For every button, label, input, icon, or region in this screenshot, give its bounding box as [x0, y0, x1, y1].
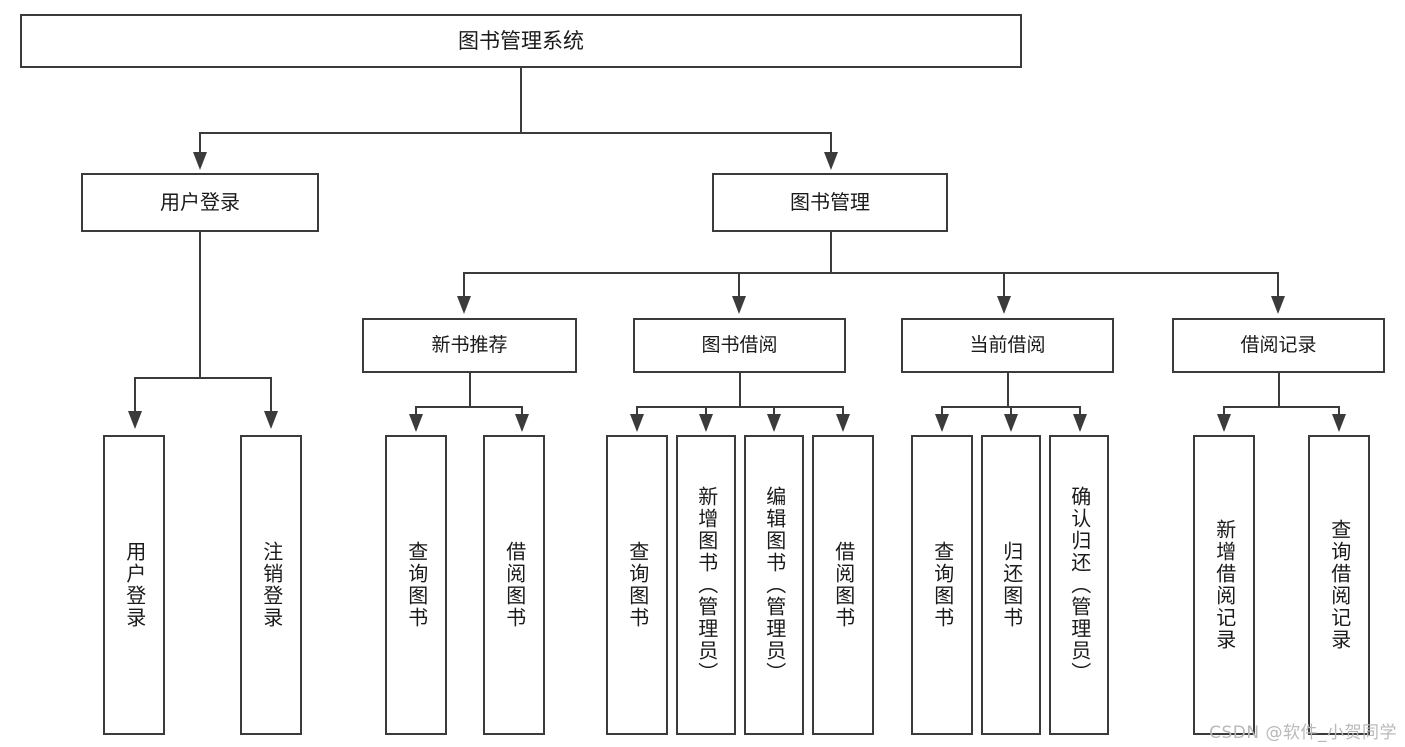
arrowhead-book-borrow — [732, 296, 746, 314]
connector-bm-to-current-borrow — [1003, 272, 1005, 298]
arrowhead-book-borrow-leaf-3 — [836, 414, 850, 432]
arrowhead-borrow-records-leaf-1 — [1332, 414, 1346, 432]
leaf-book-borrow-query-book[interactable]: 查询图书 — [606, 435, 668, 735]
node-label: 图书借阅 — [701, 334, 778, 357]
connector-root-stem — [520, 68, 522, 132]
node-label: 用户登录 — [122, 541, 147, 629]
node-label: 查询图书 — [930, 541, 955, 629]
node-label: 新书推荐 — [431, 334, 508, 357]
connector-borrow-records-stem — [1278, 373, 1280, 406]
node-label: 新增图书（管理员） — [694, 486, 719, 684]
node-book-borrow[interactable]: 图书借阅 — [633, 318, 846, 373]
arrowhead-to-user-login — [193, 152, 207, 170]
arrowhead-current-borrow-leaf-2 — [1073, 414, 1087, 432]
arrowhead-new-book-leaf-0 — [409, 414, 423, 432]
connector-user-login-bus — [134, 377, 271, 379]
node-label: 归还图书 — [999, 541, 1024, 629]
arrowhead-new-book-leaf-1 — [515, 414, 529, 432]
arrowhead-user-login-leaf-0 — [128, 411, 142, 429]
leaf-borrow-records-add-record[interactable]: 新增借阅记录 — [1193, 435, 1255, 735]
node-root-book-management-system[interactable]: 图书管理系统 — [20, 14, 1022, 68]
leaf-new-book-borrow-book[interactable]: 借阅图书 — [483, 435, 545, 735]
node-label: 借阅记录 — [1240, 334, 1317, 357]
arrowhead-book-borrow-leaf-1 — [699, 414, 713, 432]
connector-user-login-to-leaf-0 — [134, 377, 136, 413]
connector-current-borrow-stem — [1007, 373, 1009, 406]
leaf-current-borrow-return-book[interactable]: 归还图书 — [981, 435, 1041, 735]
node-label: 借阅图书 — [502, 541, 527, 629]
node-label: 查询图书 — [625, 541, 650, 629]
node-label: 借阅图书 — [831, 541, 856, 629]
node-label: 查询借阅记录 — [1327, 519, 1352, 651]
node-label: 当前借阅 — [969, 334, 1046, 357]
connector-bm-to-book-borrow — [738, 272, 740, 298]
leaf-book-borrow-borrow-book[interactable]: 借阅图书 — [812, 435, 874, 735]
leaf-borrow-records-query-record[interactable]: 查询借阅记录 — [1308, 435, 1370, 735]
node-label: 用户登录 — [160, 189, 240, 214]
connector-bm-to-borrow-records — [1277, 272, 1279, 298]
connector-root-to-user-login — [199, 132, 201, 154]
node-new-book-recommend[interactable]: 新书推荐 — [362, 318, 577, 373]
node-label: 确认归还（管理员） — [1067, 486, 1092, 684]
node-user-login[interactable]: 用户登录 — [81, 173, 319, 232]
leaf-user-login-login[interactable]: 用户登录 — [103, 435, 165, 735]
arrowhead-current-borrow — [997, 296, 1011, 314]
arrowhead-book-borrow-leaf-2 — [767, 414, 781, 432]
node-label: 图书管理系统 — [458, 28, 584, 53]
connector-root-bus — [199, 132, 832, 134]
leaf-current-borrow-query-book[interactable]: 查询图书 — [911, 435, 973, 735]
connector-book-management-bus — [463, 272, 1277, 274]
leaf-user-login-logout[interactable]: 注销登录 — [240, 435, 302, 735]
connector-borrow-records-bus — [1223, 406, 1339, 408]
node-label: 新增借阅记录 — [1212, 519, 1237, 651]
arrowhead-book-borrow-leaf-0 — [630, 414, 644, 432]
leaf-book-borrow-edit-book-admin[interactable]: 编辑图书（管理员） — [744, 435, 804, 735]
connector-book-management-stem — [830, 232, 832, 272]
arrowhead-new-book-recommend — [457, 296, 471, 314]
node-label: 图书管理 — [790, 189, 870, 214]
connector-user-login-stem — [199, 232, 201, 377]
node-label: 注销登录 — [259, 541, 284, 629]
leaf-book-borrow-add-book-admin[interactable]: 新增图书（管理员） — [676, 435, 736, 735]
arrowhead-current-borrow-leaf-1 — [1004, 414, 1018, 432]
arrowhead-borrow-records-leaf-0 — [1217, 414, 1231, 432]
leaf-new-book-query-book[interactable]: 查询图书 — [385, 435, 447, 735]
node-label: 编辑图书（管理员） — [762, 486, 787, 684]
arrowhead-to-book-management — [824, 152, 838, 170]
node-label: 查询图书 — [404, 541, 429, 629]
node-book-management[interactable]: 图书管理 — [712, 173, 948, 232]
connector-user-login-to-leaf-1 — [270, 377, 272, 413]
leaf-current-borrow-confirm-return-admin[interactable]: 确认归还（管理员） — [1049, 435, 1109, 735]
node-borrow-records[interactable]: 借阅记录 — [1172, 318, 1385, 373]
connector-book-borrow-stem — [739, 373, 741, 406]
node-current-borrow[interactable]: 当前借阅 — [901, 318, 1114, 373]
arrowhead-user-login-leaf-1 — [264, 411, 278, 429]
connector-new-book-bus — [415, 406, 523, 408]
connector-book-borrow-bus — [636, 406, 844, 408]
arrowhead-current-borrow-leaf-0 — [935, 414, 949, 432]
connector-new-book-stem — [469, 373, 471, 406]
connector-root-to-book-management — [830, 132, 832, 154]
connector-bm-to-new-book — [463, 272, 465, 298]
arrowhead-borrow-records — [1271, 296, 1285, 314]
